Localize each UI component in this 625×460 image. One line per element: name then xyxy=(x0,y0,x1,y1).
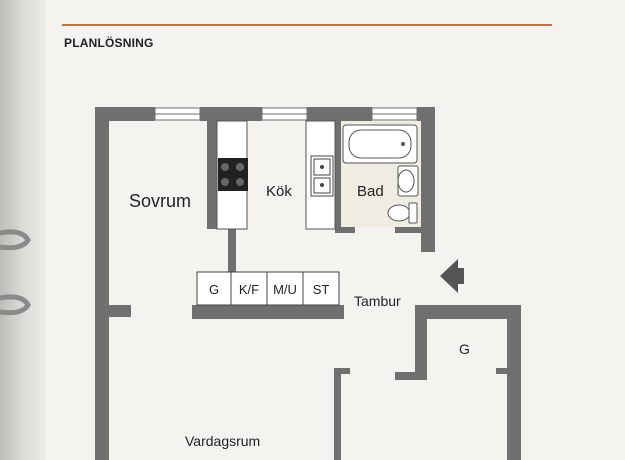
storage-unit-mu xyxy=(266,271,304,306)
entrance-arrow-icon xyxy=(440,259,464,293)
room-label-garderob: G xyxy=(459,341,470,357)
storage-unit-label: G xyxy=(209,282,219,297)
washbasin-icon xyxy=(397,165,419,197)
page-heading: PLANLÖSNING xyxy=(64,36,154,50)
storage-unit-st xyxy=(302,271,340,306)
storage-unit-label: ST xyxy=(313,282,330,297)
outer-walls xyxy=(95,107,435,460)
stove-icon xyxy=(218,158,248,191)
bathtub-icon xyxy=(342,124,418,164)
room-label-tambur: Tambur xyxy=(354,293,401,309)
storage-unit-label: M/U xyxy=(273,282,297,297)
room-label-vardagsrum: Vardagsrum xyxy=(185,433,260,449)
sink-icon xyxy=(310,155,334,197)
storage-unit-kf xyxy=(230,271,268,306)
storage-units xyxy=(196,271,340,306)
toilet-icon xyxy=(387,202,418,224)
room-label-bad: Bad xyxy=(357,183,384,200)
room-label-sovrum: Sovrum xyxy=(129,191,191,211)
interior-walls xyxy=(109,121,521,460)
windows xyxy=(154,107,418,121)
storage-unit-label: K/F xyxy=(239,282,259,297)
storage-unit-g xyxy=(196,271,232,306)
binder-ring-icon xyxy=(0,229,31,316)
room-label-kok: Kök xyxy=(266,183,292,200)
header-rule xyxy=(62,24,552,26)
